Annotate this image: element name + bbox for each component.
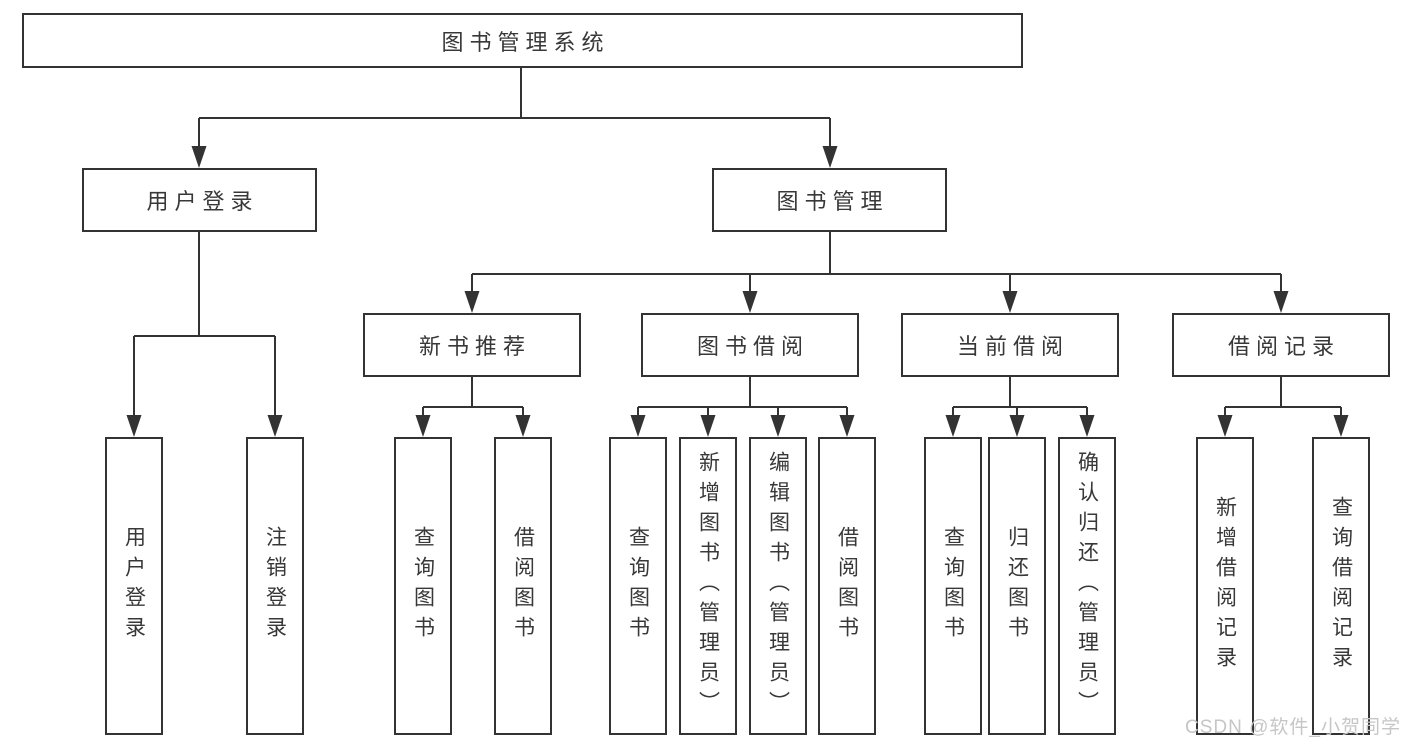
node-borrowing-records: 借阅记录 (1172, 313, 1390, 377)
leaf-query-books-recommend: 查询图书 (394, 437, 452, 735)
leaf-label: 归还图书 (1005, 526, 1029, 646)
leaf-label: 编辑图书（管理员） (766, 451, 790, 721)
leaf-label: 查询图书 (941, 526, 965, 646)
leaf-borrow-books-recommend: 借阅图书 (494, 437, 552, 735)
leaf-return-books: 归还图书 (988, 437, 1046, 735)
leaf-edit-books-admin: 编辑图书（管理员） (749, 437, 807, 735)
leaf-add-borrow-record: 新增借阅记录 (1196, 437, 1254, 735)
leaf-query-books-current: 查询图书 (924, 437, 982, 735)
node-current-borrowing: 当前借阅 (901, 313, 1119, 377)
leaf-label: 新增借阅记录 (1213, 496, 1237, 676)
leaf-user-login: 用户登录 (105, 437, 163, 735)
leaf-label: 借阅图书 (511, 526, 535, 646)
node-user-login: 用户登录 (82, 168, 317, 232)
node-new-book-recommend: 新书推荐 (363, 313, 581, 377)
leaf-label: 查询图书 (411, 526, 435, 646)
leaf-query-books-borrowing: 查询图书 (609, 437, 667, 735)
leaf-borrow-books: 借阅图书 (818, 437, 876, 735)
leaf-label: 确认归还（管理员） (1075, 451, 1099, 721)
leaf-query-borrow-record: 查询借阅记录 (1312, 437, 1370, 735)
node-root-library-management-system: 图书管理系统 (22, 13, 1023, 68)
arrowheads (126, 146, 1349, 437)
leaf-confirm-return-admin: 确认归还（管理员） (1058, 437, 1116, 735)
leaf-label: 用户登录 (122, 526, 146, 646)
csdn-watermark: CSDN @软件_小贺同学 (1185, 717, 1401, 738)
leaf-label: 查询图书 (626, 526, 650, 646)
node-book-management: 图书管理 (712, 168, 947, 232)
leaf-logout-login: 注销登录 (246, 437, 304, 735)
leaf-label: 查询借阅记录 (1329, 496, 1353, 676)
leaf-label: 新增图书（管理员） (696, 451, 720, 721)
leaf-label: 注销登录 (263, 526, 287, 646)
node-book-borrowing: 图书借阅 (641, 313, 859, 377)
leaf-add-books-admin: 新增图书（管理员） (679, 437, 737, 735)
leaf-label: 借阅图书 (835, 526, 859, 646)
